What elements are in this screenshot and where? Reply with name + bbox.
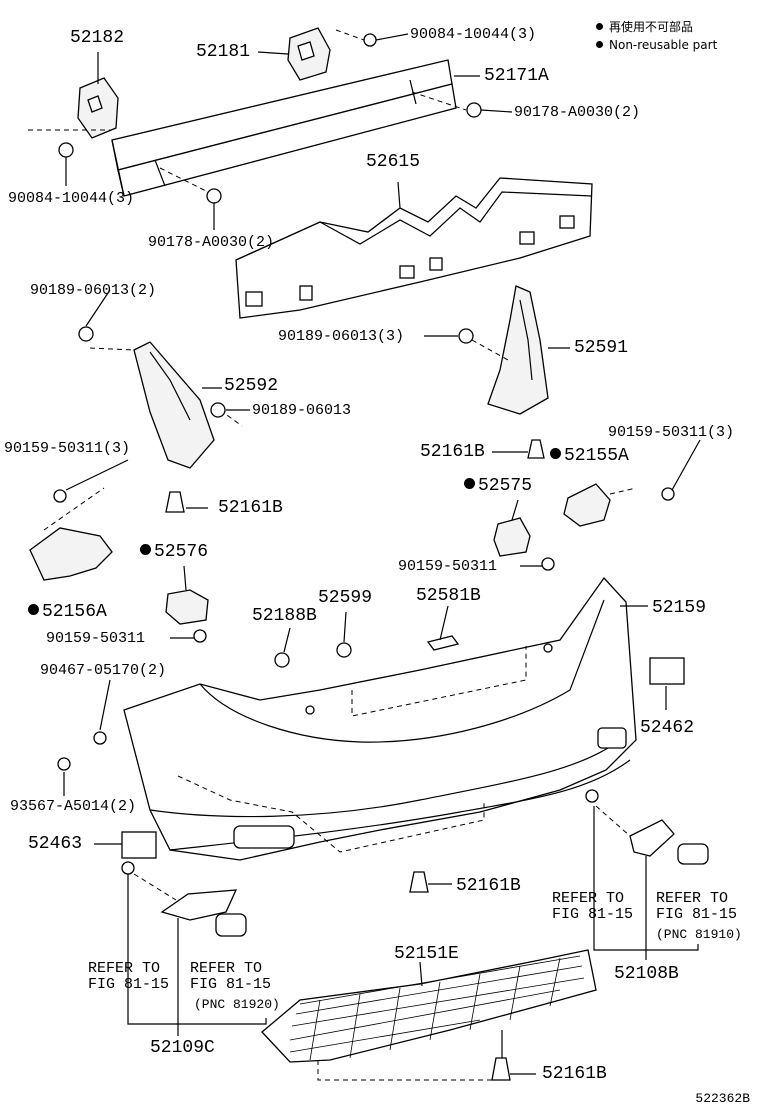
bullet-icon (596, 41, 603, 48)
label-90189-2: 90189-06013(2) (30, 282, 157, 299)
bracket-52182 (77, 77, 119, 139)
bracket-52575 (493, 517, 555, 571)
label-52182: 52182 (70, 28, 125, 48)
refer-right-b-line1: REFER TO (656, 890, 729, 907)
refer-right-a-line2: FIG 81-15 (552, 906, 634, 923)
legend: 再使用不可部品 Non-reusable part (596, 18, 717, 54)
label-52581B: 52581B (416, 586, 481, 606)
label-90189-single: 90189-06013 (252, 402, 352, 419)
pad-52462 (649, 657, 685, 685)
refer-left-b-line1: REFER TO (190, 960, 263, 977)
refer-right-b-line3: (PNC 81910) (656, 927, 742, 942)
label-90467: 90467-05170(2) (40, 662, 167, 679)
label-93567: 93567-A5014(2) (10, 798, 137, 815)
label-52591: 52591 (574, 338, 629, 358)
refer-left-b-line2: FIG 81-15 (190, 976, 272, 993)
label-52181: 52181 (196, 42, 251, 62)
label-52159: 52159 (652, 598, 707, 618)
label-52109C: 52109C (150, 1038, 215, 1058)
bullet-icon (596, 23, 603, 30)
label-90189-3: 90189-06013(3) (278, 328, 405, 345)
label-90084-left: 90084-10044(3) (8, 190, 135, 207)
clips (165, 439, 545, 1081)
leader-lines (63, 51, 701, 1075)
label-52151E: 52151E (394, 944, 459, 964)
refer-left-a-line1: REFER TO (88, 960, 161, 977)
bracket-52181 (287, 27, 331, 81)
refer-right-b-line2: FIG 81-15 (656, 906, 738, 923)
bracket-52156A (29, 487, 113, 581)
bumper-reinforcement (111, 59, 457, 197)
label-52575: 52575 (464, 476, 532, 496)
housing-52109C (133, 856, 647, 1036)
non-reusable-dot-icon (140, 544, 151, 555)
label-90159-lower: 90159-50311 (46, 630, 146, 647)
refer-left-a-line2: FIG 81-15 (88, 976, 170, 993)
retainer-52591 (458, 285, 549, 415)
label-90159-left3: 90159-50311(3) (4, 440, 131, 457)
label-52592: 52592 (224, 376, 279, 396)
label-90084-top: 90084-10044(3) (410, 26, 537, 43)
label-52576: 52576 (140, 542, 208, 562)
legend-english: Non-reusable part (596, 36, 717, 54)
bracket-52155A (563, 483, 675, 527)
label-52615: 52615 (366, 152, 421, 172)
label-52161B-left: 52161B (218, 498, 283, 518)
refer-brackets (127, 806, 699, 1025)
bumper-cover (123, 576, 637, 861)
bracket-52576 (165, 565, 209, 643)
pad-52463 (121, 831, 157, 859)
diffuser (261, 949, 597, 1081)
label-52188B: 52188B (252, 606, 317, 626)
label-52108B: 52108B (614, 964, 679, 984)
label-90178-right: 90178-A0030(2) (514, 104, 641, 121)
label-52161B-bottom-mid: 52161B (456, 876, 521, 896)
label-52161B-center: 52161B (420, 442, 485, 462)
refer-left-b-line3: (PNC 81920) (194, 997, 280, 1012)
label-52155A: 52155A (550, 446, 629, 466)
non-reusable-dot-icon (28, 604, 39, 615)
label-52156A: 52156A (28, 602, 107, 622)
non-reusable-dot-icon (550, 448, 561, 459)
refer-right-a-line1: REFER TO (552, 890, 625, 907)
label-90178-left: 90178-A0030(2) (148, 234, 275, 251)
label-52599: 52599 (318, 588, 373, 608)
label-52463: 52463 (28, 834, 83, 854)
non-reusable-dot-icon (464, 478, 475, 489)
label-52161B-bottom: 52161B (542, 1064, 607, 1084)
label-90159-mid: 90159-50311 (398, 558, 498, 575)
label-90159-right3: 90159-50311(3) (608, 424, 735, 441)
housing-52108B (595, 805, 709, 865)
label-52171A: 52171A (484, 66, 549, 86)
bolts-reinforcement (28, 29, 513, 230)
label-52462: 52462 (640, 718, 695, 738)
energy-absorber (235, 177, 593, 319)
retainer-52592 (78, 326, 243, 469)
figure-id: 522362B (695, 1091, 750, 1106)
legend-japanese: 再使用不可部品 (596, 18, 717, 36)
small-fasteners (57, 635, 599, 875)
